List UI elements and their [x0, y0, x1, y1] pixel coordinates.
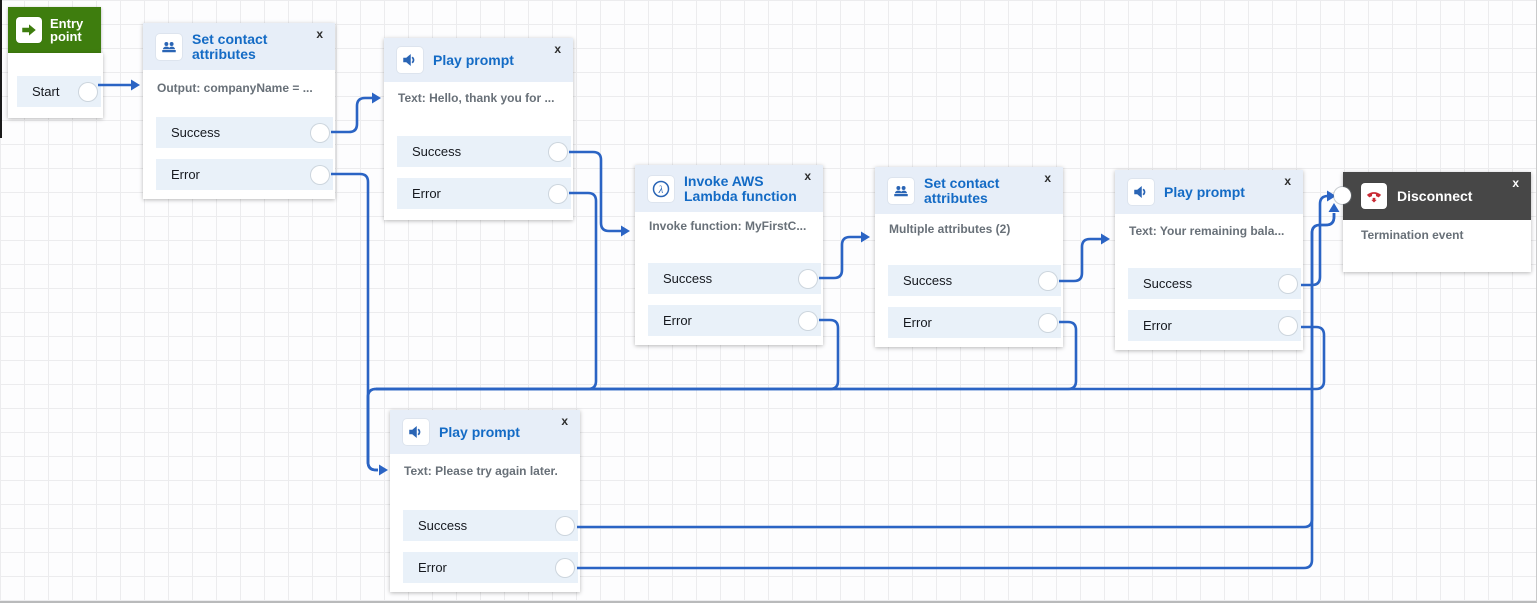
canvas-left-edge	[0, 0, 2, 138]
node-invoke-lambda[interactable]: λ Invoke AWS Lambda function x Invoke fu…	[635, 165, 823, 345]
close-icon[interactable]: x	[554, 42, 561, 56]
success-output-port[interactable]	[799, 269, 817, 288]
edge-lambda-success	[819, 235, 861, 280]
entry-point-label: Entry point	[50, 16, 84, 44]
contact-attributes-icon	[156, 33, 182, 60]
output-error[interactable]: Error	[397, 178, 571, 209]
output-success[interactable]: Success	[1128, 268, 1301, 299]
node-title: Set contact attributes	[192, 30, 268, 62]
success-output-port[interactable]	[556, 516, 574, 535]
node-header[interactable]: λ Invoke AWS Lambda function x	[635, 165, 823, 212]
node-play-prompt-4[interactable]: Play prompt x Text: Please try again lat…	[390, 410, 580, 592]
output-label: Success	[1143, 276, 1193, 291]
node-set-contact-attributes-2[interactable]: Set contact attributes x Multiple attrib…	[875, 167, 1063, 347]
node-start[interactable]: Start	[8, 53, 103, 118]
phone-hangup-icon	[1361, 183, 1387, 209]
success-output-port[interactable]	[1039, 271, 1057, 290]
close-icon[interactable]: x	[1044, 171, 1051, 185]
contact-attributes-icon	[888, 177, 914, 204]
output-success[interactable]: Success	[397, 136, 571, 167]
error-output-port[interactable]	[1039, 313, 1057, 332]
node-summary: Termination event	[1361, 228, 1464, 242]
entry-arrow-icon	[16, 17, 42, 43]
start-output-row[interactable]: Start	[17, 76, 101, 107]
output-label: Error	[171, 167, 200, 182]
speaker-icon	[1128, 179, 1154, 205]
error-output-port[interactable]	[1279, 316, 1297, 335]
output-error[interactable]: Error	[403, 552, 578, 583]
node-title: Set contact attributes	[924, 174, 1000, 206]
entry-point-badge: Entry point	[8, 7, 101, 53]
node-summary: Text: Please try again later.	[404, 464, 558, 478]
success-output-port[interactable]	[311, 123, 329, 142]
node-title: Disconnect	[1397, 187, 1473, 204]
speaker-icon	[403, 419, 429, 445]
close-icon[interactable]: x	[316, 27, 323, 41]
edge-pp3-success	[1301, 194, 1329, 287]
close-icon[interactable]: x	[804, 169, 811, 183]
output-error[interactable]: Error	[156, 159, 333, 190]
node-title: Play prompt	[1164, 183, 1245, 200]
node-header[interactable]: Disconnect x	[1343, 172, 1531, 220]
node-disconnect[interactable]: Disconnect x Termination event	[1334, 172, 1531, 272]
error-output-port[interactable]	[556, 558, 574, 577]
output-label: Error	[1143, 318, 1172, 333]
node-header[interactable]: Set contact attributes x	[875, 167, 1063, 214]
output-label: Success	[418, 518, 468, 533]
output-label: Error	[412, 186, 441, 201]
lambda-icon: λ	[648, 175, 674, 202]
error-output-port[interactable]	[549, 184, 567, 203]
output-label: Error	[903, 315, 932, 330]
node-header[interactable]: Play prompt x	[384, 38, 573, 82]
output-error[interactable]: Error	[648, 305, 821, 336]
disconnect-input-port[interactable]	[1334, 187, 1351, 204]
start-label: Start	[32, 84, 60, 99]
node-title: Play prompt	[433, 51, 514, 68]
node-summary: Multiple attributes (2)	[889, 222, 1011, 236]
edge-sca1-error	[331, 172, 378, 472]
svg-text:λ: λ	[658, 183, 664, 195]
success-output-port[interactable]	[1279, 274, 1297, 293]
node-play-prompt-3[interactable]: Play prompt x Text: Your remaining bala.…	[1115, 170, 1303, 350]
node-title: Play prompt	[439, 423, 520, 440]
output-label: Error	[663, 313, 692, 328]
node-summary: Text: Your remaining bala...	[1129, 224, 1285, 238]
output-success[interactable]: Success	[156, 117, 333, 148]
node-summary: Invoke function: MyFirstC...	[649, 219, 807, 233]
error-output-port[interactable]	[799, 311, 817, 330]
output-label: Success	[903, 273, 953, 288]
node-title: Invoke AWS Lambda function	[684, 172, 797, 204]
node-set-contact-attributes-1[interactable]: Set contact attributes x Output: company…	[143, 23, 335, 199]
node-play-prompt-1[interactable]: Play prompt x Text: Hello, thank you for…	[384, 38, 573, 220]
success-output-port[interactable]	[549, 142, 567, 161]
output-label: Success	[663, 271, 713, 286]
close-icon[interactable]: x	[1512, 176, 1519, 190]
node-header[interactable]: Play prompt x	[390, 410, 580, 454]
node-header[interactable]: Set contact attributes x	[143, 23, 335, 70]
output-label: Success	[171, 125, 221, 140]
output-error[interactable]: Error	[1128, 310, 1301, 341]
output-success[interactable]: Success	[648, 263, 821, 294]
output-error[interactable]: Error	[888, 307, 1061, 338]
close-icon[interactable]: x	[1284, 174, 1291, 188]
close-icon[interactable]: x	[561, 414, 568, 428]
edge-sca1-success	[331, 96, 372, 134]
edge-sca2-success	[1059, 237, 1101, 283]
node-summary: Output: companyName = ...	[157, 81, 313, 95]
start-output-port[interactable]	[79, 82, 97, 101]
edge-pp1-success	[569, 150, 621, 233]
output-label: Success	[412, 144, 462, 159]
output-success[interactable]: Success	[888, 265, 1061, 296]
node-summary: Text: Hello, thank you for ...	[398, 91, 555, 105]
output-success[interactable]: Success	[403, 510, 578, 541]
error-output-port[interactable]	[311, 165, 329, 184]
output-label: Error	[418, 560, 447, 575]
speaker-icon	[397, 47, 423, 73]
node-header[interactable]: Play prompt x	[1115, 170, 1303, 214]
